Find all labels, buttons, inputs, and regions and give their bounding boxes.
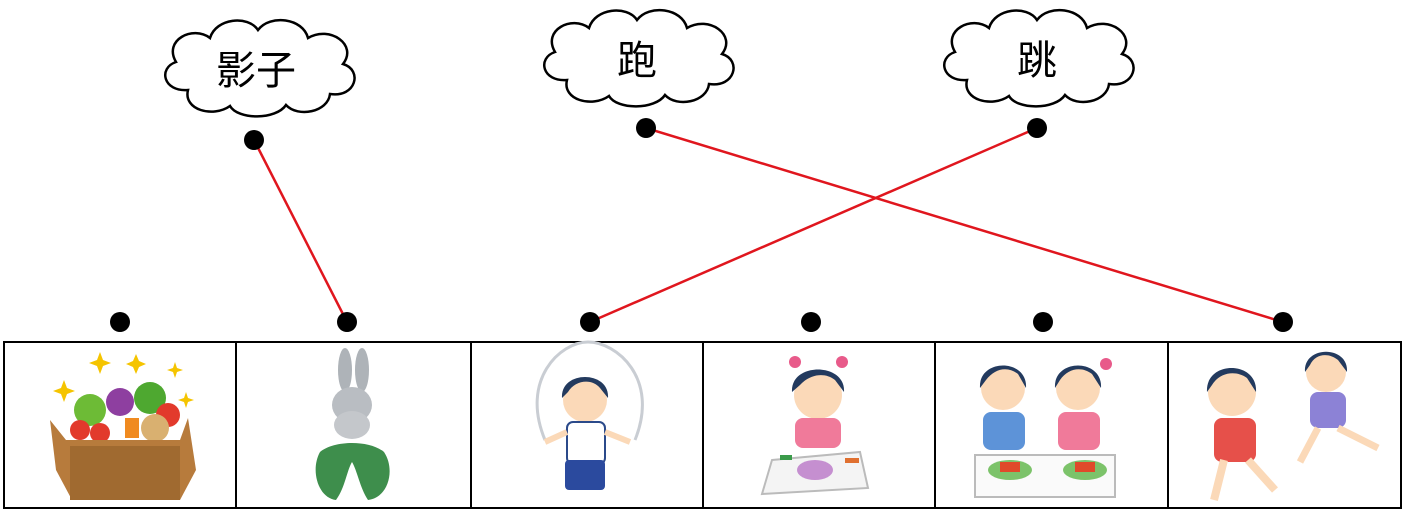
picture-dot-3[interactable]	[580, 312, 600, 332]
vegetable-box-picture[interactable]	[50, 352, 196, 500]
word-dot-jump[interactable]	[1027, 118, 1047, 138]
children-eating-picture[interactable]	[974, 358, 1116, 498]
connection-lines	[252, 126, 1284, 324]
word-label-shadow: 影子	[216, 48, 296, 94]
word-dot-run[interactable]	[636, 118, 656, 138]
connection-line-3	[589, 126, 1038, 324]
word-label-jump: 跳	[1017, 38, 1057, 84]
running-children-picture[interactable]	[1206, 351, 1380, 501]
connection-line-1	[252, 139, 349, 323]
word-dot-shadow[interactable]	[244, 130, 264, 150]
word-cloud-run: 跑	[542, 8, 735, 108]
picture-dots	[110, 312, 1293, 332]
word-cloud-jump: 跳	[942, 8, 1135, 108]
word-dots	[244, 118, 1047, 150]
picture-dot-6[interactable]	[1273, 312, 1293, 332]
rabbit-shadow-picture[interactable]	[315, 348, 390, 500]
drawing-girl-picture[interactable]	[760, 356, 870, 496]
word-cloud-shadow: 影子	[163, 18, 356, 118]
jump-rope-girl-picture[interactable]	[535, 340, 644, 490]
connection-line-2	[645, 126, 1284, 324]
picture-dot-4[interactable]	[801, 312, 821, 332]
picture-dot-2[interactable]	[337, 312, 357, 332]
picture-table	[3, 341, 1402, 509]
word-label-run: 跑	[617, 38, 657, 84]
picture-dot-1[interactable]	[110, 312, 130, 332]
picture-dot-5[interactable]	[1033, 312, 1053, 332]
